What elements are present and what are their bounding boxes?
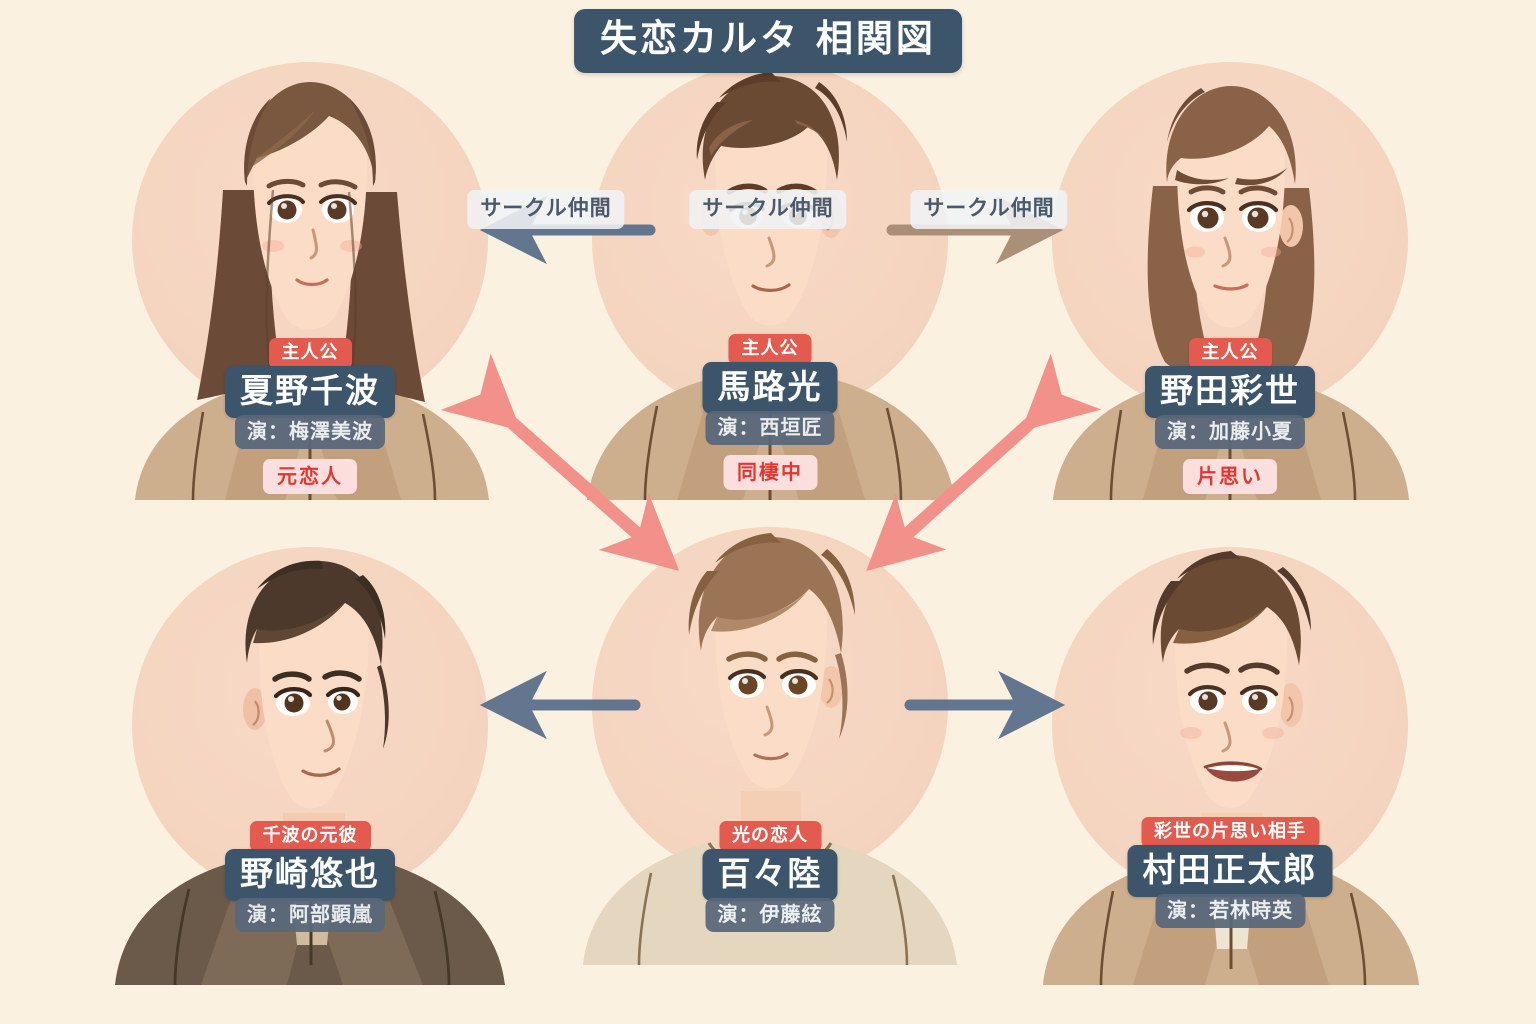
status-badge: 元恋人 <box>263 459 357 494</box>
status-badge: 片思い <box>1183 459 1277 494</box>
actor-name: 演：若林時英 <box>1155 894 1305 928</box>
character-card-ayase[interactable]: 主人公 野田彩世 演：加藤小夏 片思い <box>1025 40 1435 500</box>
actor-name: 演：西垣匠 <box>705 411 835 445</box>
status-badge: 同棲中 <box>723 455 817 490</box>
nameplate-hikaru: 主人公 馬路光 演：西垣匠 同棲中 <box>702 334 838 490</box>
character-name: 野田彩世 <box>1145 366 1315 418</box>
character-card-yuya[interactable]: 千波の元彼 野崎悠也 演：阿部顕嵐 <box>105 525 515 985</box>
character-name: 馬路光 <box>702 362 838 414</box>
character-name: 野崎悠也 <box>225 849 395 901</box>
role-badge: 主人公 <box>1188 338 1272 369</box>
nameplate-chinami: 主人公 夏野千波 演：梅澤美波 元恋人 <box>225 338 395 494</box>
actor-name: 演：加藤小夏 <box>1155 415 1305 449</box>
nameplate-riku: 光の恋人 百々陸 演：伊藤絃 <box>702 821 838 932</box>
relation-label-center: サークル仲間 <box>689 190 847 229</box>
role-badge: 千波の元彼 <box>249 821 371 852</box>
character-name: 村田正太郎 <box>1127 845 1333 897</box>
role-badge: 主人公 <box>268 338 352 369</box>
role-badge: 光の恋人 <box>719 821 821 852</box>
character-name: 夏野千波 <box>225 366 395 418</box>
character-name: 百々陸 <box>702 849 838 901</box>
relation-label-left: サークル仲間 <box>467 190 625 229</box>
character-card-chinami[interactable]: 主人公 夏野千波 演：梅澤美波 元恋人 <box>105 40 515 500</box>
role-badge: 主人公 <box>728 334 812 365</box>
relation-label-right: サークル仲間 <box>910 190 1068 229</box>
actor-name: 演：伊藤絃 <box>705 898 835 932</box>
nameplate-yuya: 千波の元彼 野崎悠也 演：阿部顕嵐 <box>225 821 395 932</box>
character-card-riku[interactable]: 光の恋人 百々陸 演：伊藤絃 <box>565 505 975 965</box>
character-card-hikaru[interactable]: 主人公 馬路光 演：西垣匠 同棲中 <box>565 40 975 500</box>
nameplate-shotaro: 彩世の片思い相手 村田正太郎 演：若林時英 <box>1127 817 1333 928</box>
page-title: 失恋カルタ 相関図 <box>574 9 962 73</box>
actor-name: 演：阿部顕嵐 <box>235 898 385 932</box>
character-card-shotaro[interactable]: 彩世の片思い相手 村田正太郎 演：若林時英 <box>1025 525 1435 985</box>
role-badge: 彩世の片思い相手 <box>1141 817 1319 848</box>
nameplate-ayase: 主人公 野田彩世 演：加藤小夏 片思い <box>1145 338 1315 494</box>
actor-name: 演：梅澤美波 <box>235 415 385 449</box>
